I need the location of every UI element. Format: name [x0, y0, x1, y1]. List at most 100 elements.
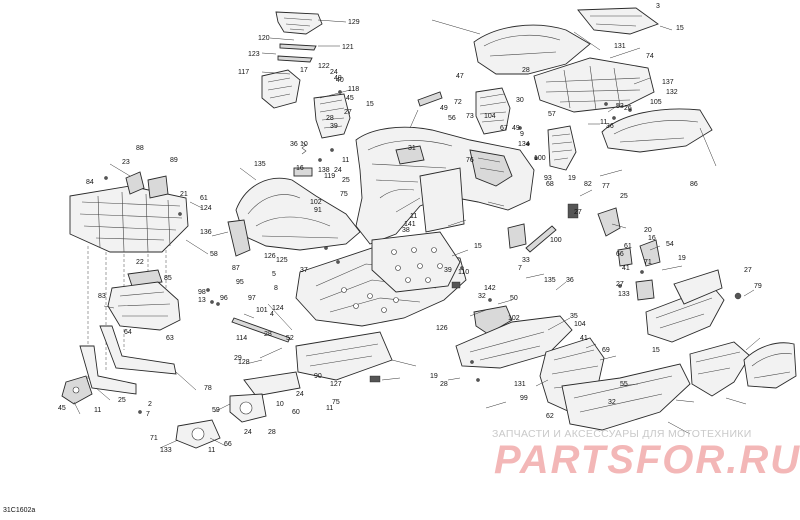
callout-number: 25	[118, 397, 126, 404]
callout-number: 24	[296, 391, 304, 398]
callout-number: 36	[606, 123, 614, 130]
component-135-front-fascia	[227, 177, 361, 257]
callout-number: 49	[440, 105, 448, 112]
callout-number: 71	[644, 259, 652, 266]
component-59-light	[175, 419, 221, 449]
callout-number: 10	[300, 141, 308, 148]
component-99-cap	[577, 7, 659, 35]
callout-number: 97	[248, 295, 256, 302]
callout-number: 41	[580, 335, 588, 342]
callout-number: 11	[94, 407, 101, 414]
callout-number: 77	[602, 183, 610, 190]
component-75-cover-lower	[243, 371, 301, 397]
leader-lines	[73, 19, 761, 449]
callout-number: 75	[340, 191, 348, 198]
callout-number: 3	[656, 3, 660, 10]
callout-number: 124	[200, 205, 212, 212]
callout-number: 15	[676, 25, 684, 32]
callout-number: 15	[652, 347, 660, 354]
callout-number: 99	[520, 395, 528, 402]
callout-number: 102	[310, 199, 322, 206]
callout-number: 25	[342, 177, 350, 184]
callout-number: 129	[348, 19, 360, 26]
callout-number: 132	[666, 89, 678, 96]
component-57-bracket	[639, 239, 661, 267]
callout-number: 120	[258, 35, 270, 42]
callout-number: 24	[334, 167, 342, 174]
callout-number: 60	[292, 409, 300, 416]
component-74-side-vent	[547, 125, 577, 171]
callout-number: 9	[520, 131, 524, 138]
callout-number: 122	[318, 63, 330, 70]
callout-number: 135	[254, 161, 266, 168]
callout-number: 68	[546, 181, 554, 188]
callout-number: 114	[236, 335, 247, 342]
callout-number: 102	[508, 315, 520, 322]
callout-number: 119	[324, 173, 335, 180]
callout-number: 4	[270, 311, 274, 318]
callout-number: 71	[150, 435, 158, 442]
callout-number: 13	[198, 297, 206, 304]
component-117-cover	[261, 69, 301, 109]
callout-number: 133	[618, 291, 630, 298]
component-54-bolt	[734, 292, 742, 300]
callout-number: 29	[234, 355, 242, 362]
callout-number: 127	[330, 381, 342, 388]
callout-number: 8	[274, 285, 278, 292]
callout-number: 50	[510, 295, 518, 302]
diagram-code: 31C1602a	[3, 507, 36, 514]
component-64-tube-bar	[79, 325, 177, 395]
component-126-bracket	[507, 223, 527, 249]
callout-number: 28	[522, 67, 530, 74]
callout-number: 19	[430, 373, 438, 380]
component-100-clip	[451, 281, 461, 289]
component-121-strip	[277, 43, 317, 63]
component-134-panel	[419, 167, 465, 233]
callout-number: 49	[512, 125, 520, 132]
callout-number: 138	[318, 167, 330, 174]
component-96-rod	[231, 317, 291, 343]
component-39-spring	[293, 141, 313, 177]
callout-number: 135	[544, 277, 556, 284]
callout-number: 74	[646, 53, 654, 60]
callout-number: 136	[200, 229, 212, 236]
callout-number: 62	[546, 413, 554, 420]
callout-number: 137	[662, 79, 674, 86]
callout-number: 61	[200, 195, 208, 202]
callout-number: 11	[342, 157, 349, 164]
callout-number: 98	[198, 289, 206, 296]
callout-number: 104	[484, 113, 496, 120]
component-131-rear-panel	[601, 108, 713, 153]
callout-number: 56	[448, 115, 456, 122]
callout-number: 93	[544, 175, 552, 182]
callout-number: 21	[180, 191, 188, 198]
callout-number: 57	[548, 111, 556, 118]
callout-number: 17	[300, 67, 308, 74]
component-87-skid-plate	[69, 185, 189, 253]
callout-number: 118	[348, 86, 359, 93]
callout-number: 7	[146, 411, 150, 418]
callout-number: 86	[690, 181, 698, 188]
callout-number: 55	[620, 381, 628, 388]
callout-number: 105	[650, 99, 662, 106]
callout-number: 2	[148, 401, 152, 408]
component-116-hinge	[617, 247, 655, 301]
callout-number: 104	[574, 321, 586, 328]
component-102-side-panel	[561, 363, 691, 431]
callout-number: 22	[136, 259, 144, 266]
callout-number: 32	[608, 399, 616, 406]
callout-number: 76	[466, 157, 474, 164]
callout-number: 64	[124, 329, 132, 336]
callout-number: 88	[136, 145, 144, 152]
callout-number: 87	[232, 265, 240, 272]
component-41-side-cover	[673, 269, 723, 305]
callout-number: 96	[220, 295, 228, 302]
callout-number: 47	[456, 73, 464, 80]
fasteners	[104, 90, 644, 414]
callout-number: 45	[58, 405, 66, 412]
callout-number: 35	[570, 313, 578, 320]
callout-number: 48	[334, 75, 342, 82]
component-69-rack	[533, 57, 655, 113]
callout-number: 23	[122, 159, 130, 166]
component-84-pad	[127, 269, 163, 287]
